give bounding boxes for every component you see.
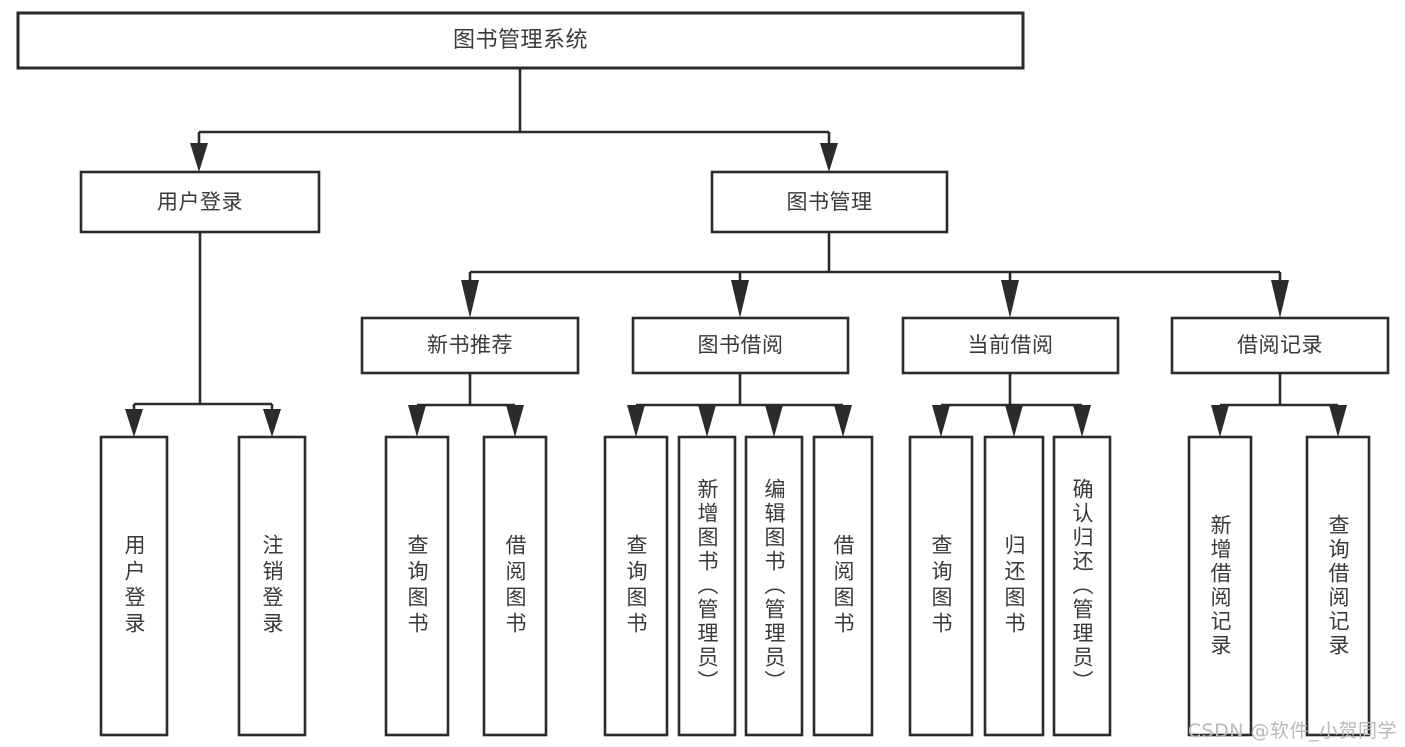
arrow-head-book-borrow: [731, 280, 749, 318]
node-box-leaf-query-book-3[interactable]: [908, 435, 974, 737]
arrow-head-leaf-query-book-1: [408, 405, 426, 437]
arrow-head-borrow-record: [1271, 280, 1289, 318]
arrow-head-leaf-edit-book: [765, 405, 783, 437]
node-box-leaf-add-book[interactable]: [677, 435, 737, 737]
node-box-book-borrow[interactable]: [631, 316, 850, 375]
arrow-head-leaf-logout: [263, 409, 281, 437]
arrow-head-book-manage: [820, 143, 838, 172]
arrow-head-leaf-query-book-2: [627, 405, 645, 437]
arrow-head-leaf-confirm-return: [1073, 405, 1091, 437]
node-box-leaf-query-book-2[interactable]: [603, 435, 669, 737]
node-box-book-manage[interactable]: [710, 170, 949, 234]
node-box-leaf-borrow-book-2[interactable]: [812, 435, 874, 737]
arrow-head-leaf-return-book: [1005, 405, 1023, 437]
node-box-leaf-return-book[interactable]: [983, 435, 1045, 737]
node-box-leaf-query-book-1[interactable]: [384, 435, 450, 737]
arrow-head-leaf-borrow-book-1: [506, 405, 524, 437]
arrow-head-leaf-add-record: [1211, 405, 1229, 437]
node-box-user-login[interactable]: [79, 170, 321, 234]
arrow-head-user-login: [190, 143, 208, 172]
node-box-root[interactable]: [16, 11, 1025, 70]
node-box-current-borrow[interactable]: [901, 316, 1120, 375]
node-box-leaf-confirm-return[interactable]: [1052, 435, 1112, 737]
node-box-leaf-user-login[interactable]: [99, 435, 169, 737]
arrow-head-leaf-query-record: [1329, 405, 1347, 437]
node-box-new-book-recommend[interactable]: [360, 316, 580, 375]
arrow-head-current-borrow: [1001, 280, 1019, 318]
node-box-leaf-edit-book[interactable]: [744, 435, 804, 737]
arrow-head-leaf-query-book-3: [932, 405, 950, 437]
node-box-leaf-borrow-book-1[interactable]: [482, 435, 548, 737]
arrow-head-leaf-borrow-book-2: [834, 405, 852, 437]
node-box-borrow-record[interactable]: [1170, 316, 1390, 375]
node-box-leaf-query-record[interactable]: [1305, 435, 1371, 737]
node-box-leaf-add-record[interactable]: [1187, 435, 1253, 737]
node-box-leaf-logout[interactable]: [237, 435, 307, 737]
arrow-head-leaf-add-book: [698, 405, 716, 437]
arrow-head-new-book-recommend: [461, 280, 479, 318]
arrow-head-leaf-user-login: [125, 409, 143, 437]
